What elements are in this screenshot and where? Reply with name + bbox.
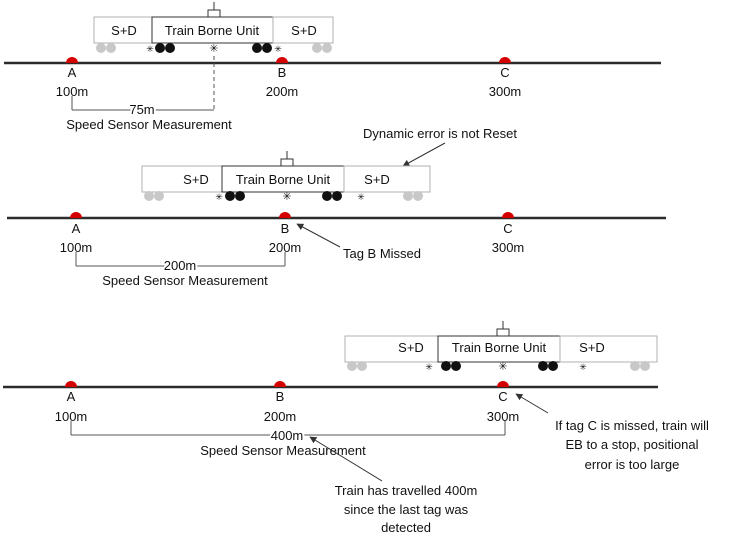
callout-tag-b-missed: Tag B Missed xyxy=(343,246,421,261)
svg-text:since the last tag was: since the last tag was xyxy=(344,502,469,517)
svg-text:✳: ✳ xyxy=(425,362,433,372)
callout-tag-b-missed-arrow xyxy=(296,223,341,248)
speed-sensor-caption: Speed Sensor Measurement xyxy=(200,443,366,458)
tag-a: A 100m xyxy=(55,381,88,424)
svg-text:✳: ✳ xyxy=(498,361,507,373)
train-2: S+D Train Borne Unit S+D ✳ ✳ ✳ xyxy=(141,151,431,203)
svg-text:B: B xyxy=(278,65,287,80)
rear-car xyxy=(93,16,153,44)
tag-b: B 200m xyxy=(264,381,297,424)
svg-text:Train has travelled 400m: Train has travelled 400m xyxy=(335,483,478,498)
svg-text:B: B xyxy=(281,221,290,236)
svg-text:B: B xyxy=(276,389,285,404)
antenna-icon xyxy=(496,321,510,337)
tag-c: C 300m xyxy=(492,212,525,255)
svg-text:300m: 300m xyxy=(487,409,520,424)
svg-text:✳: ✳ xyxy=(579,362,587,372)
rear-car-label: S+D xyxy=(398,340,424,355)
train-borne-unit xyxy=(151,16,274,44)
front-car xyxy=(343,165,431,193)
antenna-icon xyxy=(207,2,221,18)
svg-text:100m: 100m xyxy=(55,409,88,424)
scenario-1: S+D Train Borne Unit S+D ✳ ✳ ✳ xyxy=(4,2,661,132)
svg-text:200m: 200m xyxy=(269,240,302,255)
svg-text:✳: ✳ xyxy=(215,192,223,202)
svg-text:✳: ✳ xyxy=(357,192,365,202)
tag-a: A 100m xyxy=(60,212,93,255)
rear-car xyxy=(344,335,439,363)
train-1: S+D Train Borne Unit S+D ✳ ✳ ✳ xyxy=(93,2,334,55)
svg-text:✳: ✳ xyxy=(209,43,218,55)
svg-text:100m: 100m xyxy=(60,240,93,255)
front-car xyxy=(272,16,334,44)
svg-text:200m: 200m xyxy=(266,84,299,99)
front-car-label: S+D xyxy=(579,340,605,355)
rear-car-label: S+D xyxy=(183,172,209,187)
tag-c: C 300m xyxy=(489,57,522,99)
train-borne-unit-label: Train Borne Unit xyxy=(452,340,547,355)
train-borne-unit-label: Train Borne Unit xyxy=(236,172,331,187)
tag-c: C 300m xyxy=(487,381,520,424)
rear-car-label: S+D xyxy=(111,23,137,38)
speed-sensor-icon: ✳ ✳ ✳ xyxy=(215,191,365,203)
svg-text:A: A xyxy=(72,221,81,236)
antenna-icon xyxy=(280,151,294,167)
distance-bracket xyxy=(75,252,286,267)
scenario-3: S+D Train Borne Unit S+D ✳ ✳ ✳ xyxy=(3,321,709,535)
svg-text:100m: 100m xyxy=(56,84,89,99)
wheels xyxy=(144,191,423,201)
svg-text:200m: 200m xyxy=(264,409,297,424)
svg-text:✳: ✳ xyxy=(274,44,282,54)
svg-text:detected: detected xyxy=(381,520,431,535)
measure-label: 75m xyxy=(129,102,154,117)
speed-sensor-caption: Speed Sensor Measurement xyxy=(102,273,268,288)
tag-b: B 200m xyxy=(266,57,299,99)
callout-tag-c-missed-arrow xyxy=(515,393,549,414)
svg-text:A: A xyxy=(68,65,77,80)
svg-text:If tag C is missed, train will: If tag C is missed, train will xyxy=(555,418,709,433)
svg-text:EB to a stop, positional: EB to a stop, positional xyxy=(566,437,699,452)
speed-sensor-icon: ✳ ✳ ✳ xyxy=(146,43,282,55)
speed-sensor-icon: ✳ ✳ ✳ xyxy=(425,361,587,373)
wheels xyxy=(96,43,332,53)
rear-car xyxy=(141,165,223,193)
distance-bracket xyxy=(70,421,506,436)
svg-text:C: C xyxy=(500,65,509,80)
callout-tag-c-missed: If tag C is missed, train will EB to a s… xyxy=(555,418,709,472)
front-car xyxy=(559,335,658,363)
svg-text:✳: ✳ xyxy=(282,191,291,203)
callout-dynamic-error-arrow xyxy=(402,142,446,167)
wheels xyxy=(347,361,650,371)
tag-b: B 200m xyxy=(269,212,302,255)
callout-dynamic-error: Dynamic error is not Reset xyxy=(363,126,517,141)
svg-text:C: C xyxy=(503,221,512,236)
svg-text:300m: 300m xyxy=(492,240,525,255)
svg-text:C: C xyxy=(498,389,507,404)
train-borne-unit-label: Train Borne Unit xyxy=(165,23,260,38)
front-car-label: S+D xyxy=(291,23,317,38)
callout-distance-travelled: Train has travelled 400m since the last … xyxy=(335,483,478,535)
train-3: S+D Train Borne Unit S+D ✳ ✳ ✳ xyxy=(344,321,658,373)
callout-distance-travelled-arrow xyxy=(309,436,383,482)
train-borne-unit xyxy=(437,335,561,363)
svg-text:error is too large: error is too large xyxy=(585,457,680,472)
svg-text:✳: ✳ xyxy=(146,44,154,54)
scenario-2: Dynamic error is not Reset S+D Train Bor… xyxy=(7,126,666,288)
measure-label: 400m xyxy=(271,428,304,443)
front-car-label: S+D xyxy=(364,172,390,187)
measure-label: 200m xyxy=(164,258,197,273)
tag-a: A 100m xyxy=(56,57,89,99)
speed-sensor-caption: Speed Sensor Measurement xyxy=(66,117,232,132)
distance-bracket xyxy=(71,96,214,111)
svg-text:A: A xyxy=(67,389,76,404)
svg-text:300m: 300m xyxy=(489,84,522,99)
